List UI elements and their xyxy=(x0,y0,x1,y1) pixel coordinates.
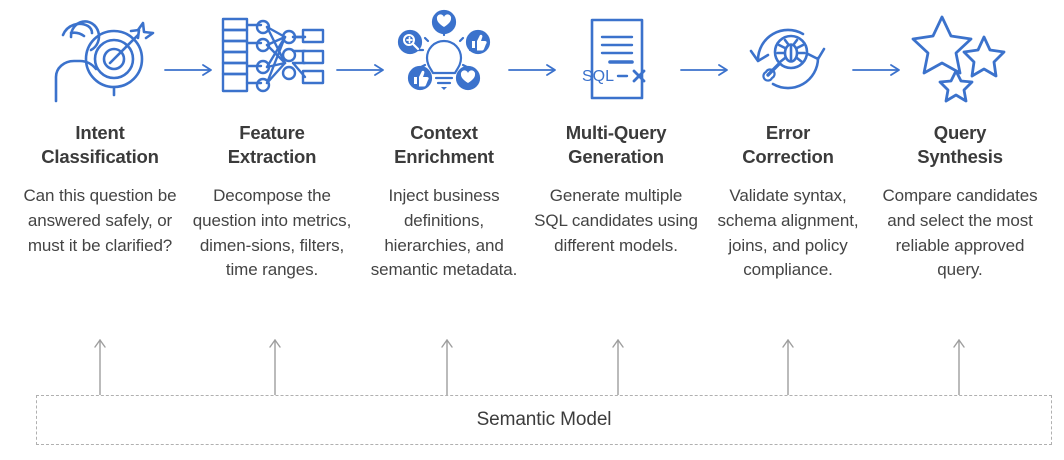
stage-title-line-2: Classification xyxy=(41,145,159,167)
stage-description: Inject business definitions, hierarchies… xyxy=(370,186,518,280)
stage-icon-wrapper xyxy=(874,0,1046,118)
stage-title-line-1: Multi-Query xyxy=(565,122,667,143)
flow-arrow-2 xyxy=(336,64,384,76)
feed-arrow-3 xyxy=(441,339,453,396)
stage-title: Query Synthesis xyxy=(876,121,1044,168)
stage-title-line-2: Correction xyxy=(742,145,834,167)
stage-icon-wrapper xyxy=(358,0,530,118)
pipeline-stage-row: Intent Classification Can this question … xyxy=(14,0,1050,320)
stage-intent-classification[interactable]: Intent Classification Can this question … xyxy=(14,0,186,258)
stage-title-line-2: Generation xyxy=(568,145,664,167)
flow-arrow-5 xyxy=(852,64,900,76)
stage-context-enrichment[interactable]: Context Enrichment Inject business defin… xyxy=(358,0,530,283)
feed-arrow-4 xyxy=(612,339,624,396)
svg-text:SQL: SQL xyxy=(582,68,614,85)
person-target-icon xyxy=(54,20,155,103)
stage-title: Context Enrichment xyxy=(360,121,528,168)
stage-title: Error Correction xyxy=(704,121,872,168)
stage-title: Intent Classification xyxy=(16,121,184,168)
feed-arrow-5 xyxy=(782,339,794,396)
stage-query-synthesis[interactable]: Query Synthesis Compare candidates and s… xyxy=(874,0,1046,283)
lightbulb-badges-icon xyxy=(397,9,491,91)
stage-description: Decompose the question into metrics, dim… xyxy=(192,186,352,280)
flow-arrow-1 xyxy=(164,64,212,76)
stage-icon-wrapper xyxy=(14,0,186,118)
stage-title-line-1: Intent xyxy=(75,122,125,143)
feed-arrow-2 xyxy=(269,339,281,396)
stage-title-line-2: Synthesis xyxy=(917,145,1003,167)
stage-icon-wrapper xyxy=(702,0,874,118)
stage-multi-query-generation[interactable]: SQL Multi-Query Generation Generate mult… xyxy=(530,0,702,258)
three-stars-icon xyxy=(911,15,1006,103)
stage-title-line-2: Extraction xyxy=(227,145,317,167)
feed-arrow-6 xyxy=(953,339,965,396)
stage-icon-wrapper xyxy=(186,0,358,118)
stage-description: Can this question be answered safely, or… xyxy=(23,186,177,255)
stage-title-line-1: Context xyxy=(410,122,478,143)
flow-arrow-4 xyxy=(680,64,728,76)
stage-description: Validate syntax, schema alignment, joins… xyxy=(717,186,859,280)
stage-title-line-1: Error xyxy=(765,122,811,143)
stage-feature-extraction[interactable]: Feature Extraction Decompose the questio… xyxy=(186,0,358,283)
stage-title-line-1: Feature xyxy=(239,122,305,143)
flow-arrow-3 xyxy=(508,64,556,76)
stage-description: Generate multiple SQL candidates using d… xyxy=(534,186,698,255)
stage-error-correction[interactable]: Error Correction Validate syntax, schema… xyxy=(702,0,874,283)
stage-title: Feature Extraction xyxy=(188,121,356,168)
semantic-model-box[interactable]: Semantic Model xyxy=(36,395,1052,445)
stage-icon-wrapper: SQL xyxy=(530,0,702,118)
feed-arrow-1 xyxy=(94,339,106,396)
stage-description: Compare candidates and select the most r… xyxy=(882,186,1038,280)
stage-title-line-1: Query xyxy=(933,122,987,143)
sql-document-icon: SQL xyxy=(582,18,646,100)
semantic-model-label: Semantic Model xyxy=(476,409,612,430)
stage-title: Multi-Query Generation xyxy=(532,121,700,168)
bug-magnifier-cycle-icon xyxy=(749,28,826,90)
stage-title-line-2: Enrichment xyxy=(394,145,494,167)
neural-network-icon xyxy=(221,17,325,93)
